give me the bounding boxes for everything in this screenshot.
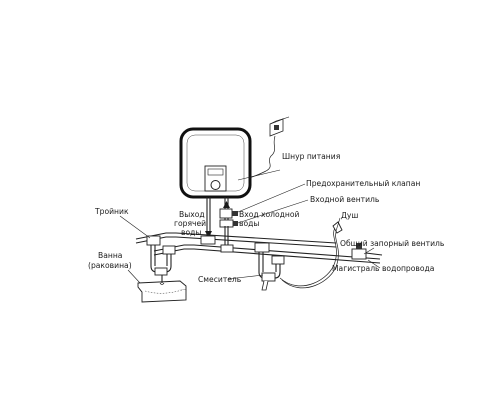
label-cold-inlet-1: Вход холодной <box>239 210 300 219</box>
label-cold-inlet-2: воды <box>239 219 259 228</box>
label-shower: Душ <box>341 211 358 220</box>
water-heater-tank <box>179 127 252 199</box>
safety-valve-icon <box>219 208 238 228</box>
mixer-fitting-icon <box>254 242 285 291</box>
hot-water-line <box>135 232 337 248</box>
heater-connection-fittings <box>200 226 234 253</box>
label-hot-outlet-2: горячей <box>174 219 206 228</box>
label-water-main: Магистраль водопровода <box>332 264 434 273</box>
label-tee: Тройник <box>94 207 129 216</box>
leader-lines <box>119 169 381 284</box>
label-bath-2: (раковина) <box>88 261 132 270</box>
label-inlet-valve: Входной вентиль <box>310 195 380 204</box>
tee-fitting-icon <box>146 235 176 276</box>
bath-sink-icon <box>137 275 187 303</box>
power-socket-icon <box>269 116 290 137</box>
label-main-shutoff: Общий запорный вентиль <box>340 239 445 248</box>
main-shutoff-valve-icon <box>351 243 383 260</box>
label-hot-outlet-1: Выход <box>179 210 205 219</box>
label-hot-outlet-3: воды <box>181 228 201 237</box>
label-mixer: Смеситель <box>198 275 242 284</box>
label-bath-1: Ванна <box>98 251 122 260</box>
label-safety-valve: Предохранительный клапан <box>306 179 420 188</box>
label-power-cord: Шнур питания <box>282 152 340 161</box>
